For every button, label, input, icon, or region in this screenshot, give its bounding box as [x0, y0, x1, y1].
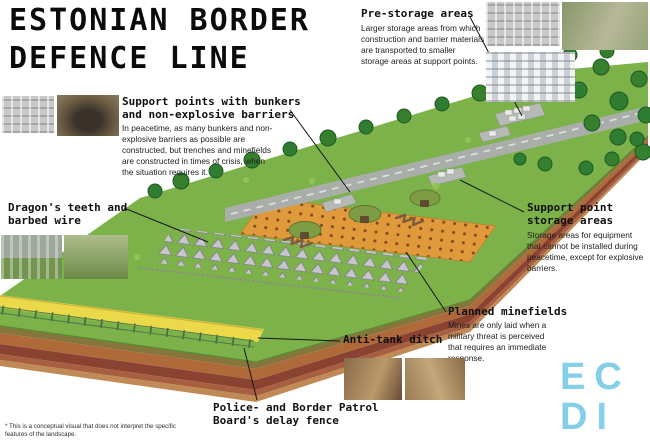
support-point-storage-heading: Support point storage areas [527, 201, 614, 227]
trenches [282, 213, 425, 249]
delay-fence [0, 305, 255, 349]
terrain-front-edge [0, 135, 649, 363]
title-line-1: ESTONIAN BORDER [9, 3, 310, 38]
bunkers [288, 189, 441, 239]
dragons-teeth-field [150, 228, 428, 292]
delay-fence-heading: Police- and Border Patrol Board's delay … [213, 401, 379, 427]
photo-support-points-1 [2, 96, 54, 133]
photo-support-points-2 [57, 95, 119, 136]
photo-dragons-teeth-1 [1, 235, 62, 279]
anti-tank-ditch-heading: Anti-tank ditch [343, 333, 443, 346]
photo-dragons-teeth-2 [64, 235, 128, 279]
pre-storage-heading: Pre-storage areas [361, 7, 474, 20]
planned-minefields-body: Mines are only laid when a military thre… [448, 320, 547, 363]
photo-anti-tank-2 [405, 358, 465, 400]
photo-pre-storage-3 [486, 52, 575, 102]
leader-support-point-storage [459, 179, 525, 213]
leader-delay-fence [243, 347, 258, 401]
support-points-heading: Support points with bunkers and non-expl… [122, 95, 301, 121]
support-points-body: In peacetime, as many bunkers and non-ex… [122, 123, 273, 177]
footnote: * This is a conceptual visual that does … [5, 423, 176, 439]
trees [147, 43, 650, 199]
leader-support-points [289, 109, 351, 193]
photo-pre-storage-1 [486, 2, 560, 46]
road [225, 106, 648, 222]
ditch-edge [0, 295, 264, 331]
page-title: ESTONIAN BORDER DEFENCE LINE [9, 2, 310, 77]
barbed-wire [139, 267, 403, 299]
logo-line-2: DI [560, 395, 616, 438]
logo-line-1: EC [560, 356, 631, 398]
dragons-teeth-heading: Dragon's teeth and barbed wire [8, 201, 128, 227]
photo-pre-storage-2 [562, 2, 648, 50]
support-point-storage-body: Storage areas for equipment that cannot … [527, 230, 644, 273]
leader-dragons-teeth [123, 207, 209, 243]
photo-anti-tank-1 [344, 358, 402, 400]
logo: EC DI [560, 356, 631, 438]
title-line-2: DEFENCE LINE [9, 40, 250, 76]
storage-areas [321, 102, 546, 213]
leader-planned-minefields [405, 251, 447, 313]
leader-anti-tank-ditch [257, 337, 341, 342]
anti-tank-ditch [0, 295, 264, 342]
planned-minefields-heading: Planned minefields [448, 305, 568, 318]
pre-storage-body: Larger storage areas from which construc… [361, 23, 485, 66]
